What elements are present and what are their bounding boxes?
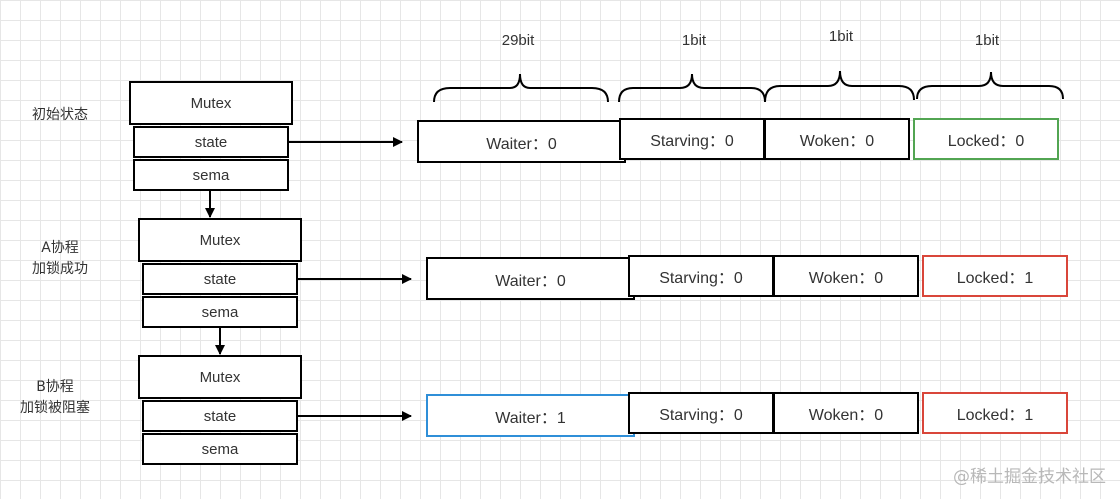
watermark-text: @稀土掘金技术社区 [953, 467, 1106, 487]
waiter-field: Waiter：0 [417, 120, 626, 163]
bit-width-label-waiter: 29bit [501, 32, 535, 49]
row-label-line-1: A协程 [41, 240, 79, 256]
locked-field: Locked：0 [913, 118, 1059, 160]
woken-field: Woken：0 [773, 255, 919, 297]
mutex-struct-title: Mutex [129, 81, 293, 125]
locked-field: Locked：1 [922, 255, 1068, 297]
brace-starving [618, 73, 766, 103]
mutex-sema-field: sema [142, 433, 298, 465]
row-label-line-1: 初始状态 [32, 107, 88, 123]
row-label-initial: 初始状态 [10, 105, 110, 126]
waiter-field: Waiter：0 [426, 257, 635, 300]
locked-field: Locked：1 [922, 392, 1068, 434]
starving-field: Starving：0 [628, 392, 774, 434]
mutex-struct-title: Mutex [138, 355, 302, 399]
starving-field: Starving：0 [619, 118, 765, 160]
brace-woken [764, 70, 915, 103]
bit-width-label-starving: 1bit [681, 32, 707, 49]
bit-width-label-locked: 1bit [974, 32, 1000, 49]
mutex-state-field: state [142, 400, 298, 432]
mutex-sema-field: sema [133, 159, 289, 191]
mutex-struct-title: Mutex [138, 218, 302, 262]
row-label-line-2: 加锁被阻塞 [20, 400, 90, 416]
row-label-coroutine-b: B协程 加锁被阻塞 [0, 377, 110, 419]
woken-field: Woken：0 [773, 392, 919, 434]
row-label-line-1: B协程 [36, 379, 74, 395]
mutex-state-field: state [142, 263, 298, 295]
mutex-state-field: state [133, 126, 289, 158]
brace-waiter [433, 73, 609, 103]
woken-field: Woken：0 [764, 118, 910, 160]
mutex-sema-field: sema [142, 296, 298, 328]
row-label-line-2: 加锁成功 [32, 261, 88, 277]
row-label-coroutine-a: A协程 加锁成功 [5, 238, 115, 280]
waiter-field: Waiter：1 [426, 394, 635, 437]
starving-field: Starving：0 [628, 255, 774, 297]
brace-locked [916, 71, 1064, 100]
bit-width-label-woken: 1bit [828, 28, 854, 45]
